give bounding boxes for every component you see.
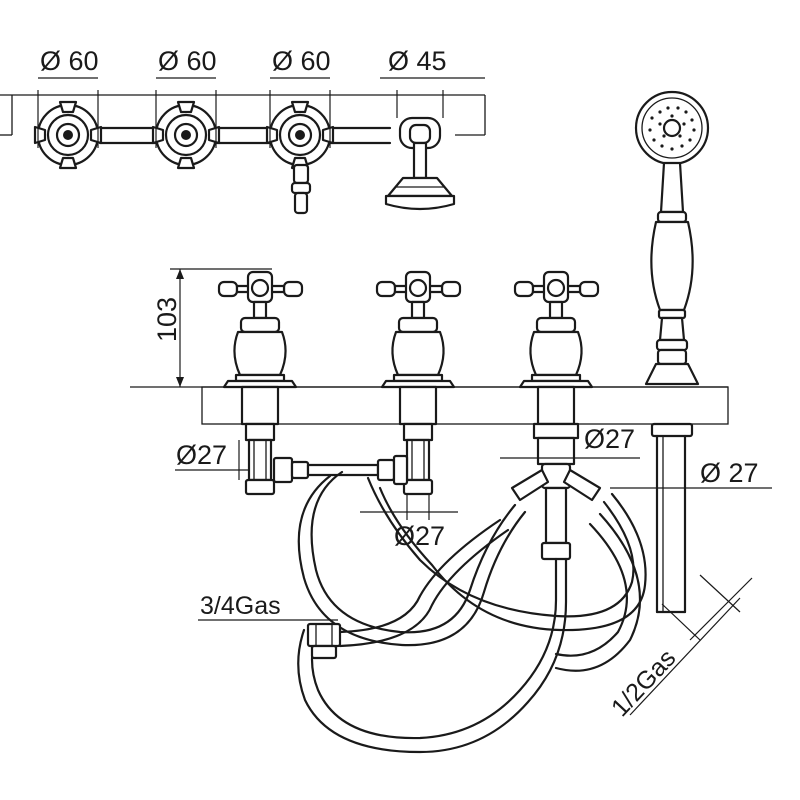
center-dia-label: Ø27 [584, 424, 635, 454]
inlet-nut [306, 622, 342, 660]
plan-shower-holder [384, 116, 456, 211]
plan-dim-label-1: Ø 60 [40, 46, 99, 76]
plan-handle-2 [151, 100, 221, 170]
flex-hoses [297, 470, 647, 754]
valve-1 [217, 270, 304, 496]
stem-dia-label: Ø 27 [700, 458, 759, 488]
valve-2 [375, 270, 462, 496]
plan-handle-3 [265, 100, 335, 170]
left-dia-label: Ø27 [176, 440, 227, 470]
plan-dim-label-3: Ø 60 [272, 46, 331, 76]
cross-connector [272, 454, 409, 486]
hand-shower [634, 90, 710, 614]
plan-view: Ø 60 Ø 60 Ø 60 Ø 45 [0, 46, 486, 215]
plan-dim-label-2: Ø 60 [158, 46, 217, 76]
mid-dia-label: Ø27 [394, 521, 445, 551]
plan-handle-1 [33, 100, 103, 170]
inlet-thread-label: 3/4Gas [200, 592, 281, 620]
plan-spout [290, 163, 312, 215]
plan-dimensions [37, 77, 485, 148]
height-dim-label: 103 [152, 297, 182, 342]
valve-3 [510, 270, 602, 561]
elevation-view: 103 Ø27 Ø27 Ø27 Ø 27 3/4Gas 1/2Gas [130, 268, 772, 754]
plan-dim-label-4: Ø 45 [388, 46, 447, 76]
hose-thread-label: 1/2Gas [606, 644, 681, 722]
